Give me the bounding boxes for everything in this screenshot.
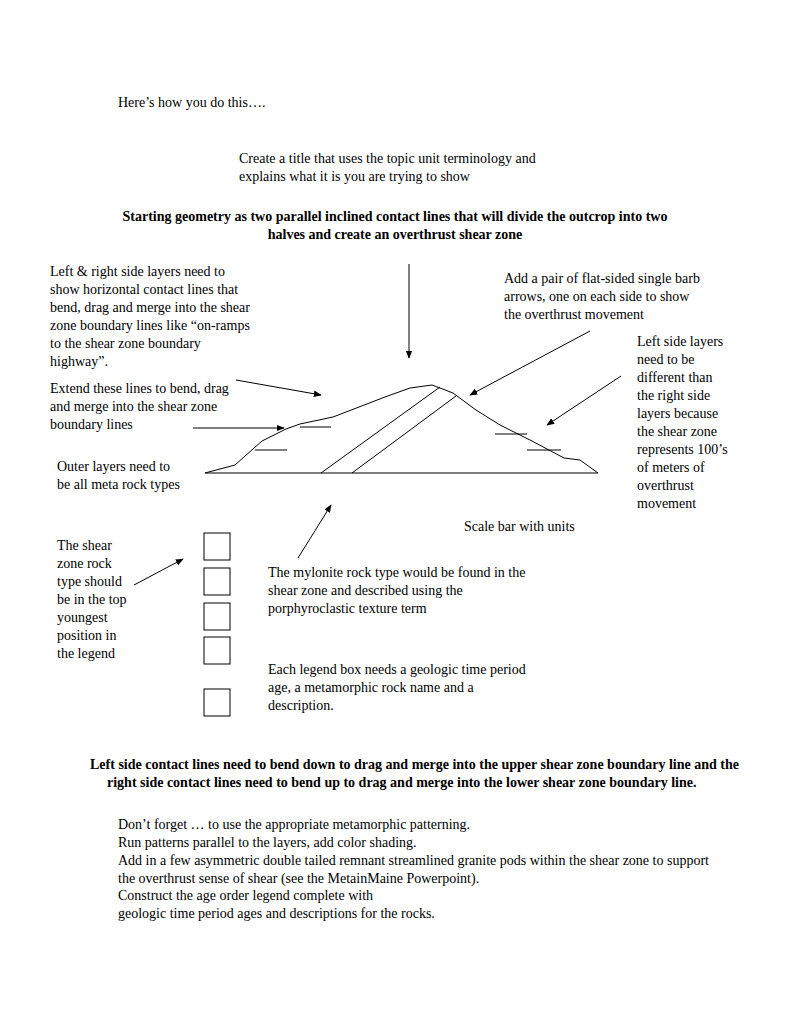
- callout-note: Scale bar with units: [464, 518, 604, 536]
- callout-note: Each legend box needs a geologic time pe…: [268, 661, 530, 715]
- legend-box: [204, 603, 230, 630]
- callout-note: Left & right side layers need to show ho…: [50, 263, 255, 371]
- callout-note: Outer layers need to be all meta rock ty…: [57, 458, 182, 494]
- leader-arrow: [470, 331, 590, 395]
- leader-arrow: [134, 559, 183, 585]
- note-text: Create a title that uses the topic unit …: [239, 150, 579, 186]
- leader-arrow: [236, 380, 321, 395]
- shear-zone-boundary: [352, 396, 456, 473]
- page-heading: Here’s how you do this….: [118, 94, 265, 112]
- leader-arrow: [409, 264, 410, 358]
- instruction-line: Construct the age order legend complete …: [118, 887, 718, 905]
- callout-note: Extend these lines to bend, drag and mer…: [50, 380, 250, 434]
- instruction-line: geologic time period ages and descriptio…: [118, 905, 718, 923]
- shear-zone-boundary: [321, 387, 440, 473]
- layer-contact: [300, 427, 331, 428]
- legend-box: [204, 533, 230, 560]
- leader-arrow: [298, 505, 331, 558]
- legend-box: [204, 689, 230, 716]
- outcrop-outline: [205, 385, 598, 473]
- layer-contact: [527, 450, 561, 451]
- instruction-line: Don’t forget … to use the appropriate me…: [118, 816, 718, 834]
- callout-note: The mylonite rock type would be found in…: [268, 564, 548, 618]
- heading-note: Starting geometry as two parallel inclin…: [110, 208, 680, 244]
- layer-contact: [255, 450, 287, 451]
- leader-arrow: [193, 428, 284, 429]
- layer-contact: [495, 434, 527, 435]
- legend-box: [204, 568, 230, 595]
- instruction-line: Add in a few asymmetric double tailed re…: [118, 852, 718, 888]
- callout-note: Left side layers need to be different th…: [637, 333, 729, 513]
- leader-arrow: [547, 376, 621, 425]
- callout-note: The shear zone rock type should be in th…: [57, 537, 133, 663]
- callout-note: Add a pair of flat-sided single barb arr…: [504, 270, 704, 324]
- instruction-line: Run patterns parallel to the layers, add…: [118, 834, 718, 852]
- legend-box: [204, 637, 230, 664]
- instruction-note: Left side contact lines need to bend dow…: [90, 756, 745, 792]
